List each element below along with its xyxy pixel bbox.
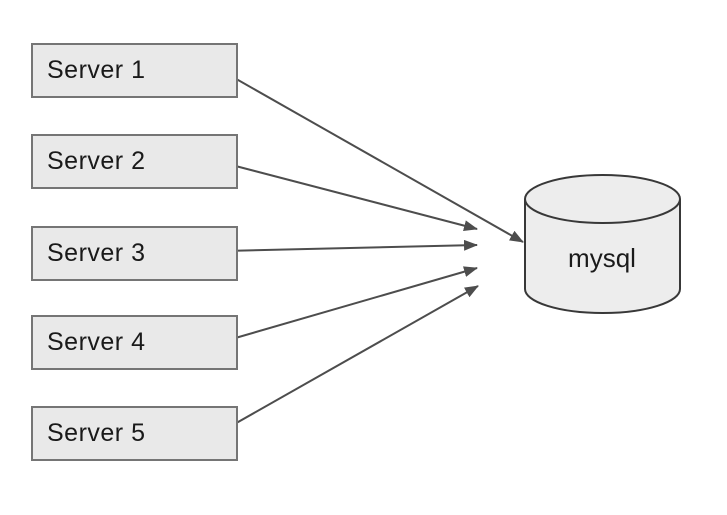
- node-server-2: Server 2: [31, 134, 238, 189]
- node-server-1-label: Server 1: [47, 56, 146, 84]
- node-server-3-label: Server 3: [47, 239, 146, 267]
- arrow-server-1-to-mysql: [223, 71, 524, 243]
- arrow-server-4-to-mysql: [224, 266, 478, 342]
- node-server-4-label: Server 4: [47, 328, 146, 356]
- node-server-5-label: Server 5: [47, 419, 146, 447]
- arrow-server-2-to-mysql: [223, 162, 478, 232]
- node-server-2-label: Server 2: [47, 147, 146, 175]
- node-server-3: Server 3: [31, 226, 238, 281]
- node-server-1: Server 1: [31, 43, 238, 98]
- node-server-4: Server 4: [31, 315, 238, 370]
- arrow-server-5-to-mysql: [223, 285, 479, 431]
- database-label: mysql: [568, 243, 636, 273]
- arrow-server-3-to-mysql: [223, 239, 478, 252]
- node-server-5: Server 5: [31, 406, 238, 461]
- database-cylinder: mysql: [524, 174, 681, 314]
